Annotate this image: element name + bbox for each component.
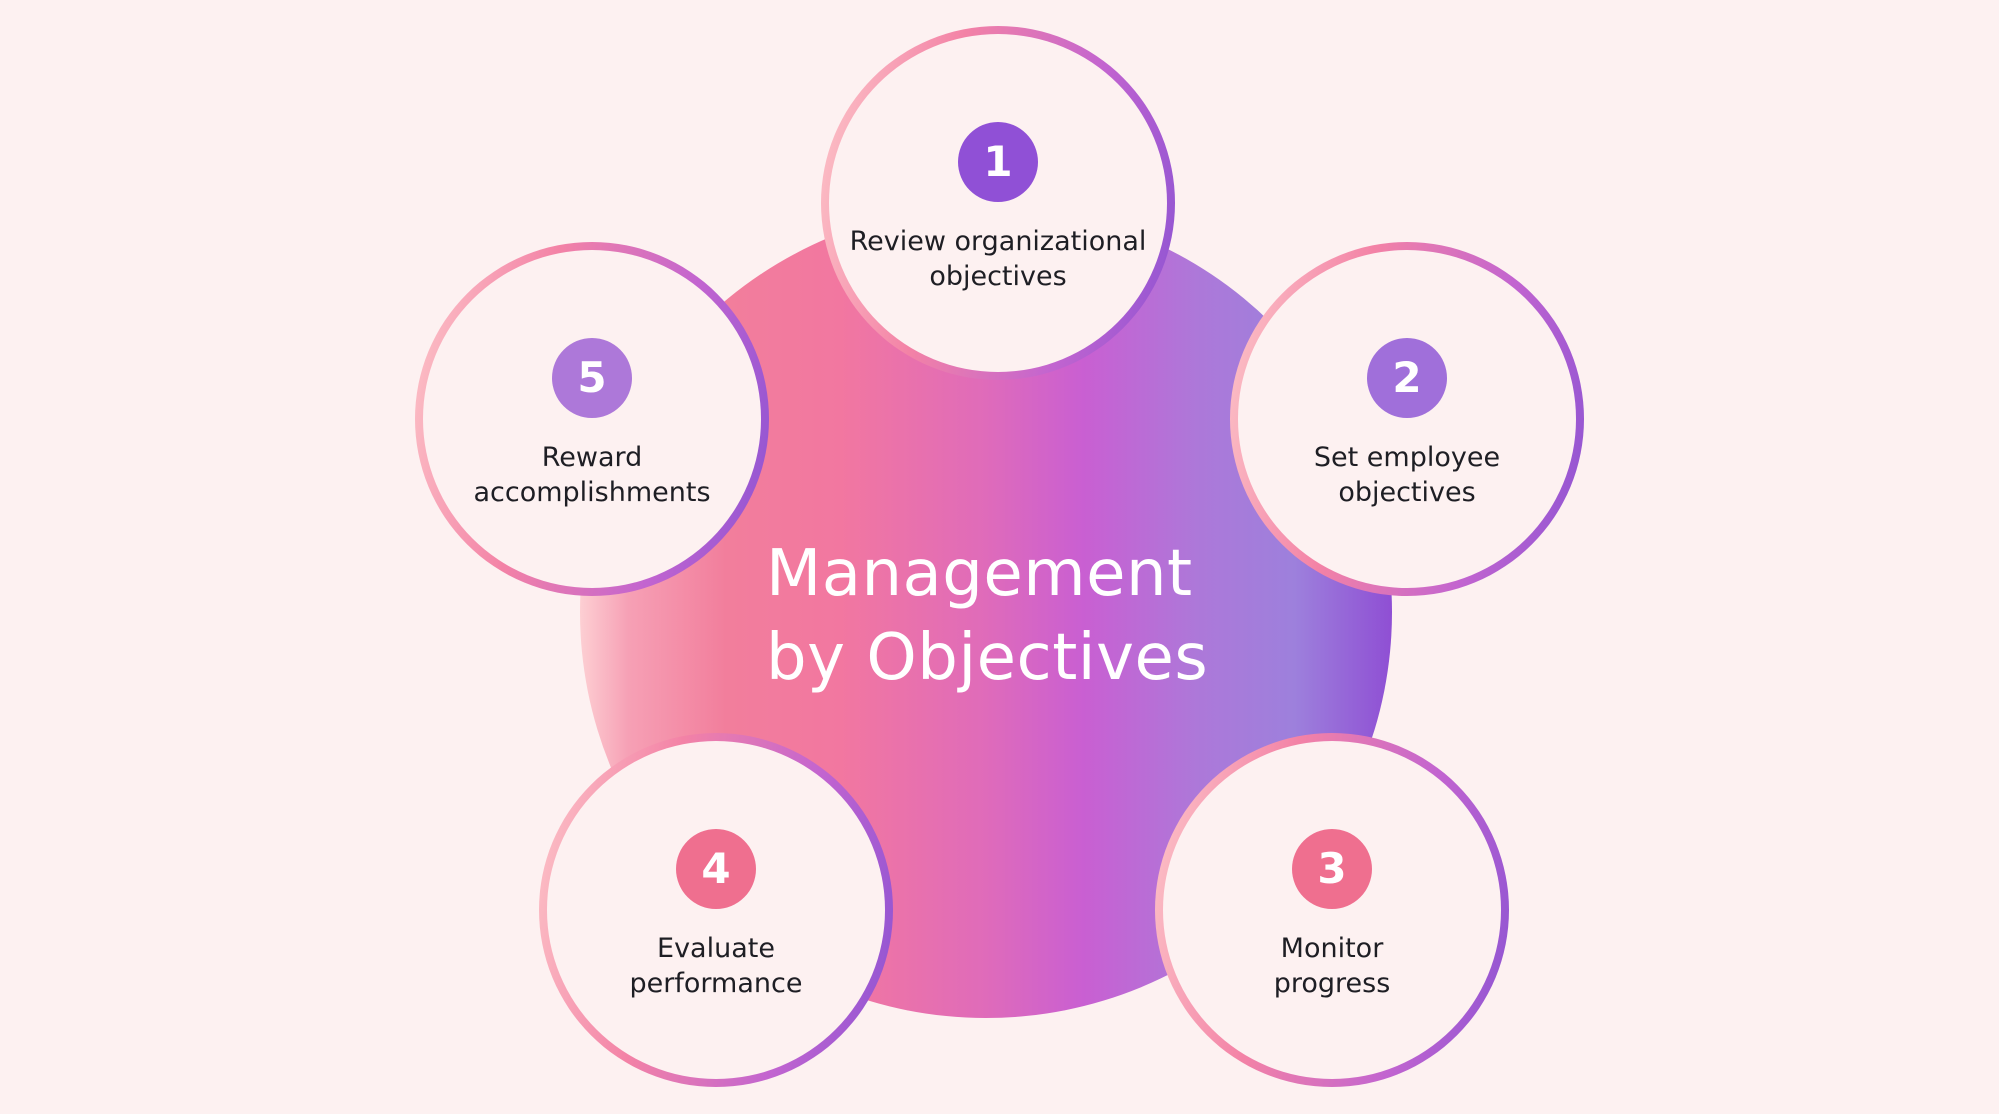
step-number-badge: 3 xyxy=(1292,829,1372,909)
step-node-4: 4 Evaluate performance xyxy=(539,733,893,1087)
step-number-badge: 5 xyxy=(552,338,632,418)
step-node-1: 1 Review organizational objectives xyxy=(821,26,1175,380)
step-label: Set employee objectives xyxy=(1313,442,1501,508)
step-node-inner: 4 Evaluate performance xyxy=(547,741,885,1079)
step-node-inner: 5 Reward accomplishments xyxy=(423,250,761,588)
step-node-inner: 3 Monitor progress xyxy=(1163,741,1501,1079)
step-node-inner: 1 Review organizational objectives xyxy=(829,34,1167,372)
step-node-3: 3 Monitor progress xyxy=(1155,733,1509,1087)
step-label: Monitor progress xyxy=(1273,933,1391,999)
step-node-5: 5 Reward accomplishments xyxy=(415,242,769,596)
step-label: Review organizational objectives xyxy=(849,226,1147,292)
step-node-2: 2 Set employee objectives xyxy=(1230,242,1584,596)
step-number-badge: 4 xyxy=(676,829,756,909)
step-node-inner: 2 Set employee objectives xyxy=(1238,250,1576,588)
step-number-badge: 2 xyxy=(1367,338,1447,418)
step-label: Reward accomplishments xyxy=(473,442,711,508)
step-label: Evaluate performance xyxy=(629,933,803,999)
diagram-title: Management by Objectives xyxy=(766,537,1209,695)
step-number-badge: 1 xyxy=(958,122,1038,202)
